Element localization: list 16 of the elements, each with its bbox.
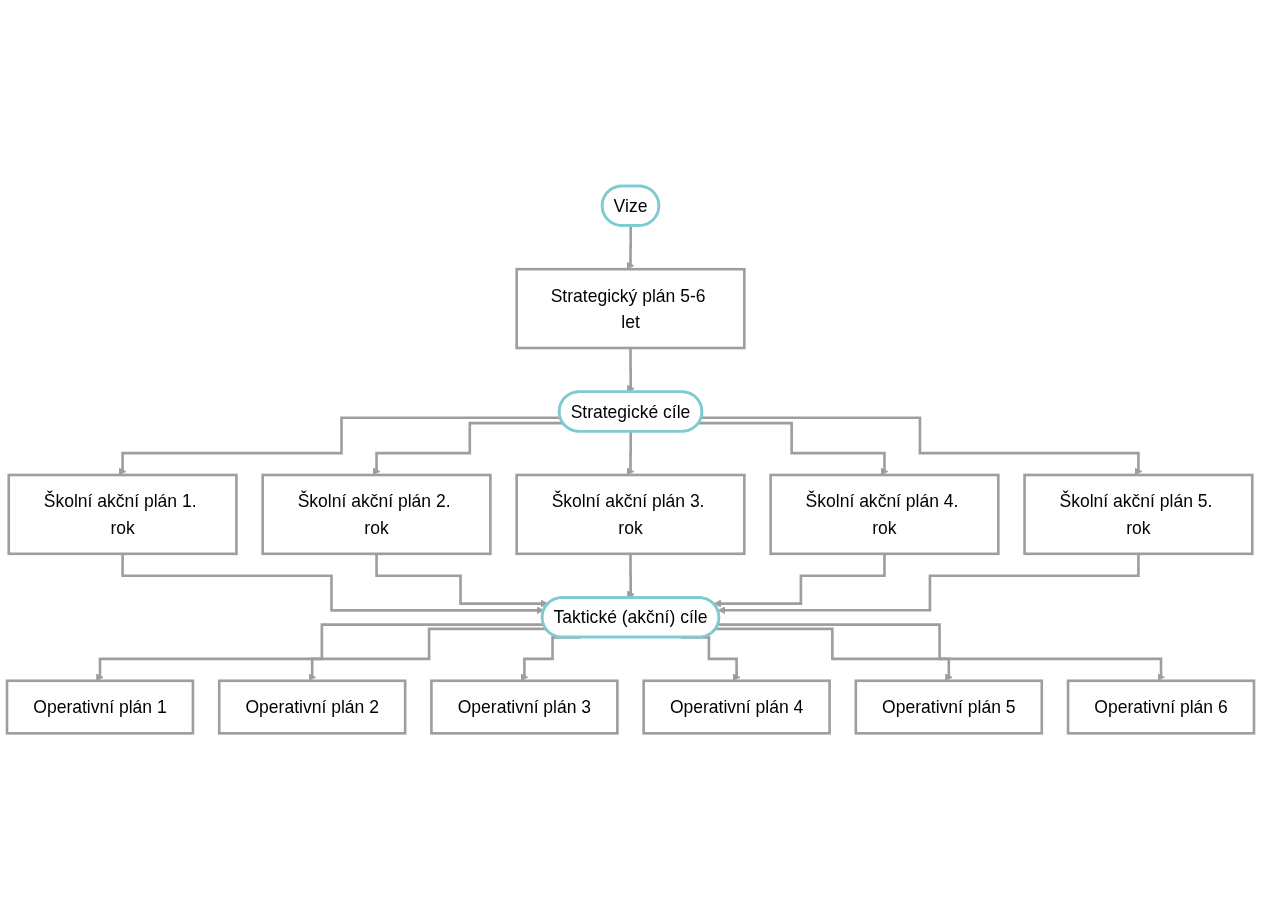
node-box: Strategický plán 5-6 let (515, 267, 746, 350)
node-box: Školní akční plán 5. rok (1023, 473, 1254, 555)
arrow (96, 623, 544, 681)
arrow (308, 627, 546, 681)
node-box: Operativní plán 6 (1066, 679, 1256, 735)
node-box: Školní akční plán 4. rok (769, 473, 1000, 555)
node-box: Operativní plán 3 (430, 679, 619, 735)
node-box: Operativní plán 2 (217, 679, 407, 735)
node-box: Operativní plán 4 (642, 679, 831, 735)
arrow (718, 623, 1165, 681)
node-box: Školní akční plán 2. rok (261, 473, 492, 555)
arrow (715, 627, 953, 681)
node-box: Operativní plán 5 (854, 679, 1044, 735)
node-box: Školní akční plán 3. rok (515, 473, 746, 555)
node-box: Školní akční plán 1. rok (7, 473, 238, 555)
node-box: Operativní plán 1 (5, 679, 195, 735)
